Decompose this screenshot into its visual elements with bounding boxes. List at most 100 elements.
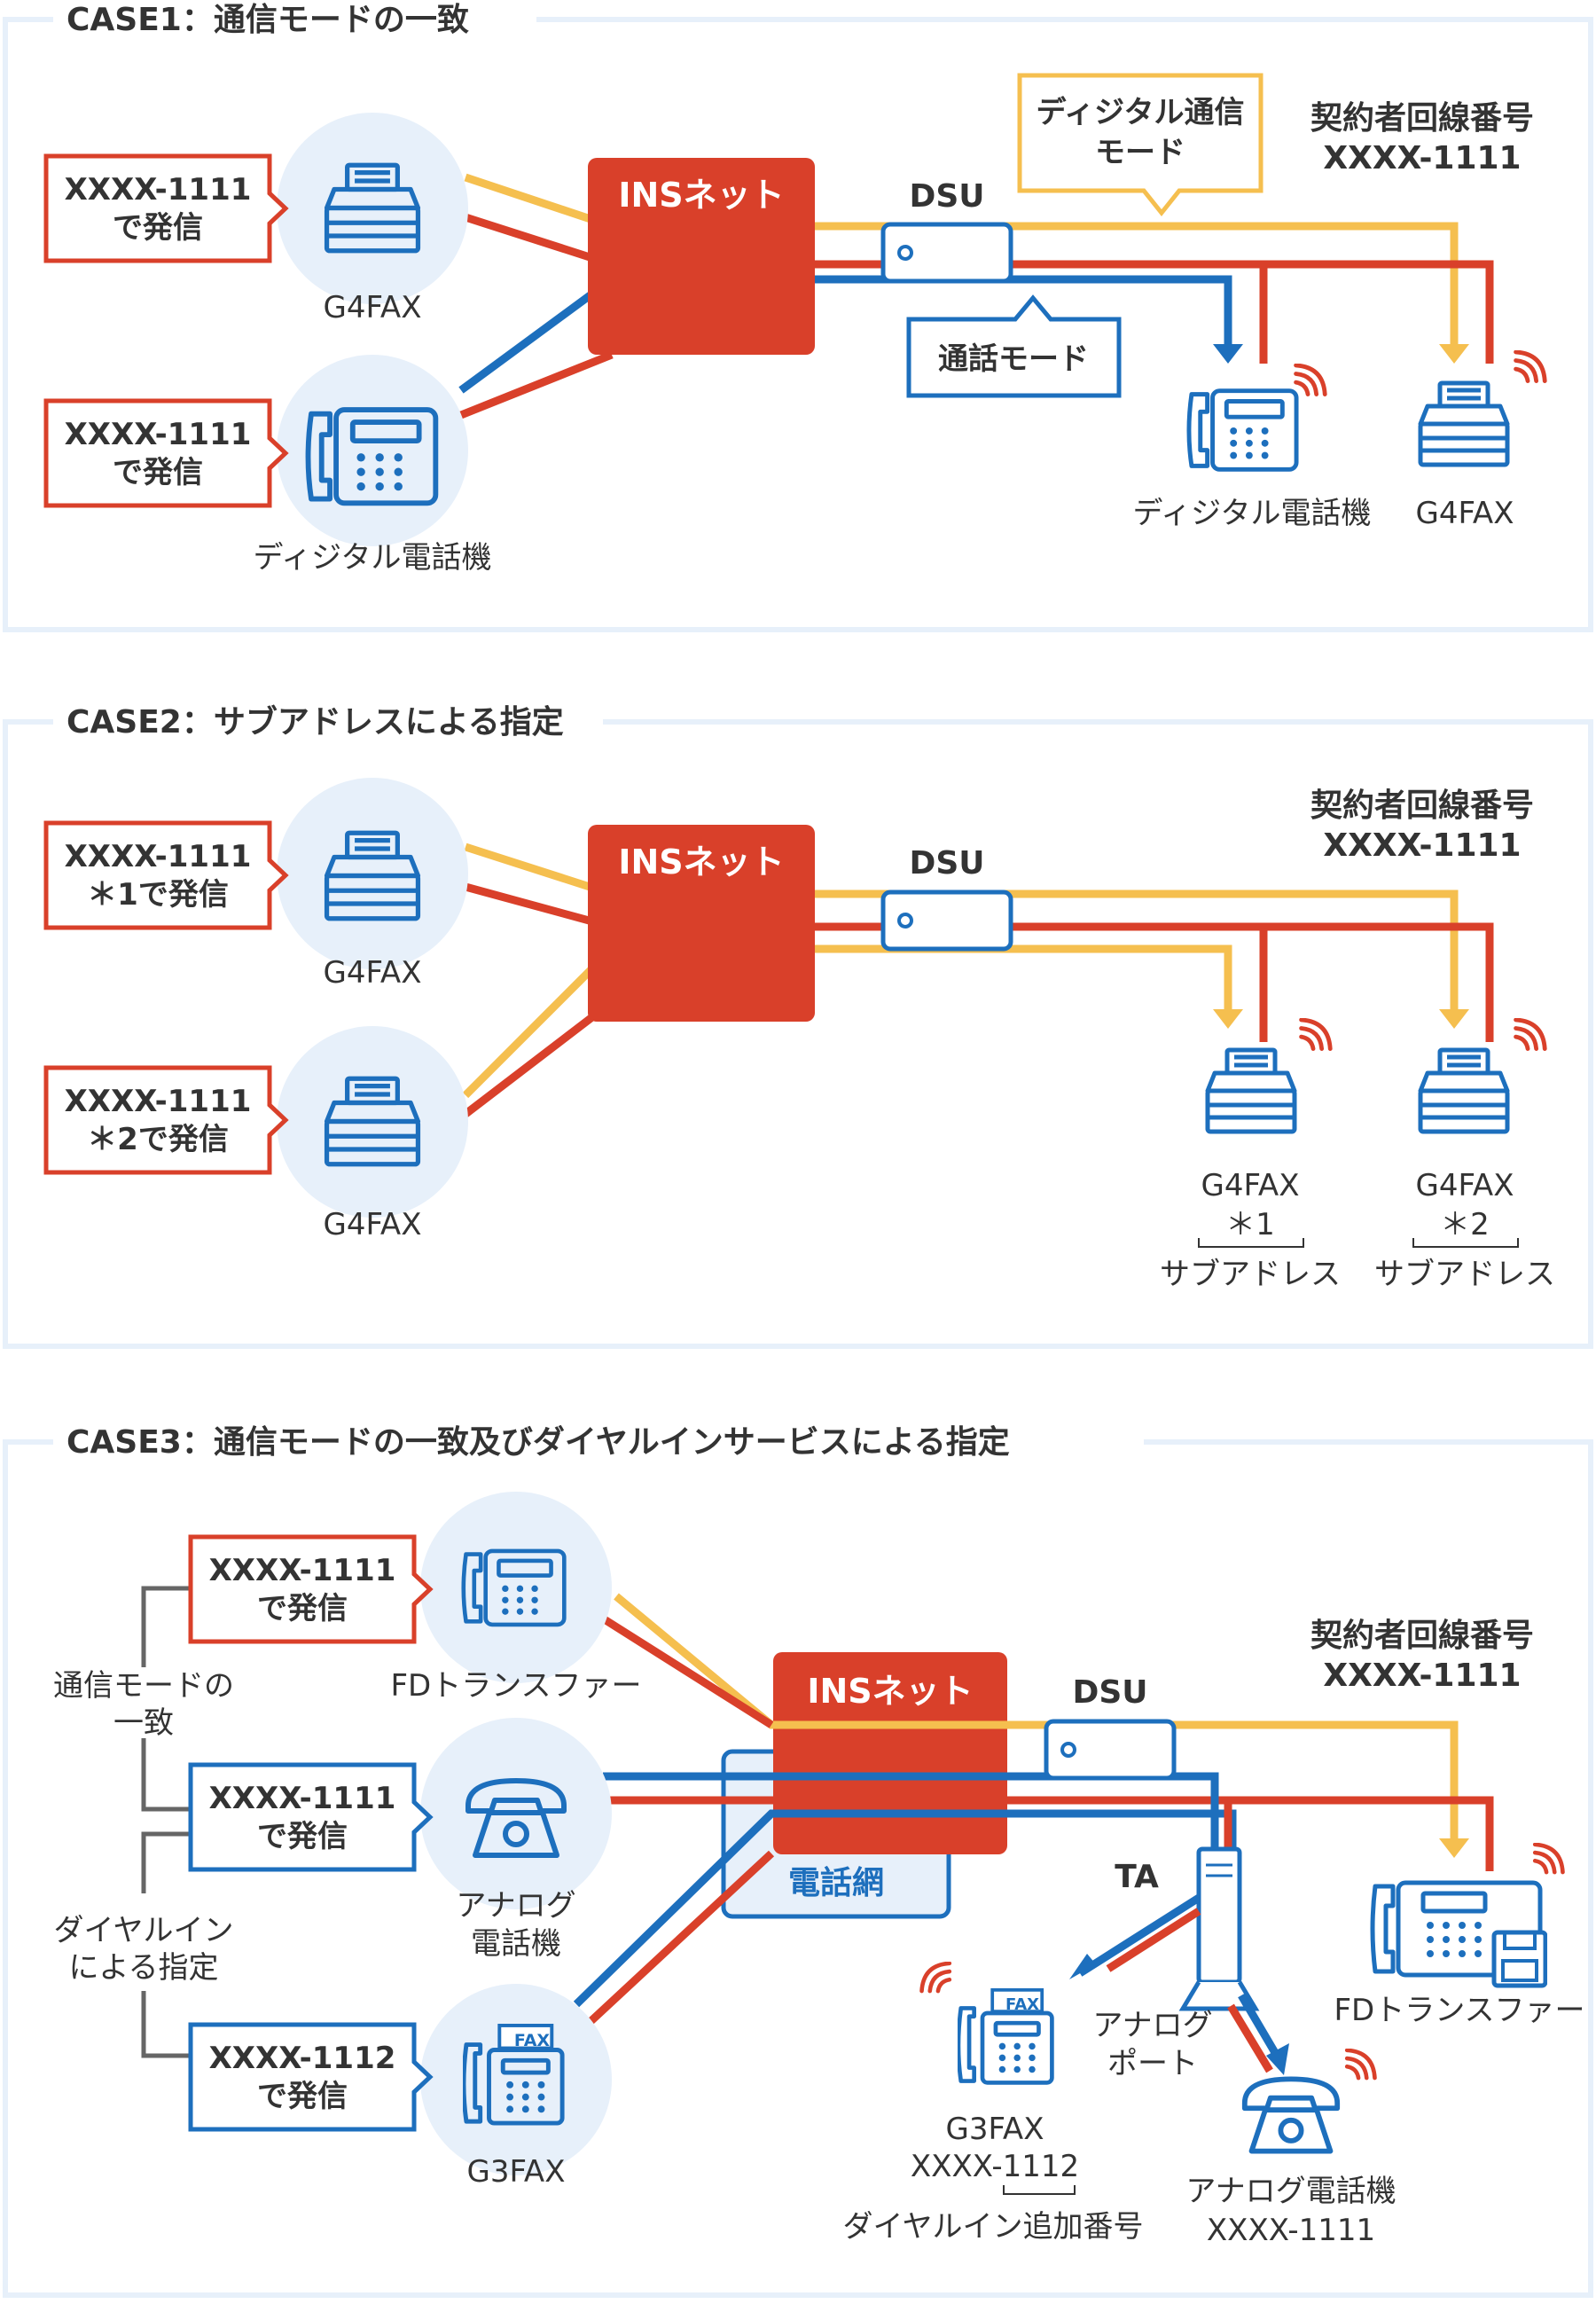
ins-net-box [588,158,815,355]
caller-box [43,398,289,508]
caller-action: で発信 [257,1819,348,1854]
right-device-label: G4FAX [1416,1168,1514,1203]
sub-address: ＊2 [1440,1207,1490,1242]
right-device-label: ディジタル電話機 [1133,496,1372,531]
caller-number: XXXX-1111 [65,417,252,452]
caller-number: XXXX-1111 [209,1781,396,1816]
ring-icon [1296,365,1326,395]
analog-port-line2: ポート [1107,2046,1198,2081]
talk-callout [906,294,1122,398]
ins-net-label: INSネット [807,1672,973,1711]
ring-icon [1516,352,1545,381]
contract-number: XXXX-1111 [1323,1657,1521,1694]
group-label-dialin-line2: による指定 [69,1950,219,1986]
dialin-bracket [1003,2185,1076,2195]
dsu-icon [883,224,1011,281]
ring-icon [1516,1020,1545,1049]
analog-port-line1: アナログ [1092,2008,1212,2043]
arrow-head [1213,344,1243,364]
ring-icon [1302,1020,1331,1049]
caller-box [43,820,289,930]
ta-label: TA [1115,1859,1159,1895]
case2-title: CASE2：サブアドレスによる指定 [66,703,564,741]
dsu-icon [1046,1721,1174,1778]
mode-callout-line2: モード [1095,135,1185,170]
talk-callout-label: 通話モード [938,341,1089,377]
contract-label: 契約者回線番号 [1310,788,1534,824]
ta-device [1178,1846,1260,2011]
ring-icon [1535,1845,1562,1872]
ins-net-box [588,825,815,1022]
left-device-label: アナログ [456,1888,575,1924]
dsu-label: DSU [909,845,984,882]
group-brackets [141,1586,191,2058]
left-device-label: G4FAX [324,955,422,991]
contract-label: 契約者回線番号 [1310,100,1534,137]
caller-box [188,2022,434,2132]
case1-panel: CASE1：通信モードの一致 INSネット DSU ディジタル通信 モード 通話… [3,2,1593,632]
mode-callout-line1: ディジタル通信 [1037,95,1245,130]
caller-action: で発信 [257,2079,348,2114]
arrow-head [1266,2043,1289,2075]
caller-action: で発信 [257,1591,348,1626]
mode-callout [1017,73,1264,217]
case1-title: CASE1：通信モードの一致 [66,2,469,38]
phone-icon [1189,391,1296,470]
sub-bracket [1412,1238,1519,1248]
caller-number: XXXX-1111 [65,839,252,874]
fax-icon [1420,1050,1507,1132]
arrow-head [1069,1954,1096,1979]
sub-caption: サブアドレス [1374,1257,1555,1292]
contract-label: 契約者回線番号 [1310,1618,1534,1654]
caller-number: XXXX-1111 [65,1084,252,1119]
ins-net-label: INSネット [618,176,784,215]
left-device-label: G4FAX [324,1207,422,1242]
caller-action: で発信 [113,455,203,490]
group-label-dialin-line1: ダイヤルイン [54,1913,234,1948]
analog-phone-label: アナログ電話機 [1185,2174,1396,2209]
ta-output-lines [1077,1894,1280,2073]
sub-caption: サブアドレス [1160,1257,1341,1292]
fd-transfer-icon [1373,1883,1545,1986]
sub-bracket [1198,1238,1304,1248]
left-device-label: ディジタル電話機 [254,540,492,576]
caller-box [188,1534,434,1644]
case2-panel: CASE2：サブアドレスによる指定 INSネット DSU 契約者回線番号 XXX… [3,703,1593,1349]
sub-address: ＊1 [1225,1207,1275,1242]
left-device-label: G4FAX [324,290,422,325]
device-circle [277,355,468,546]
left-device-label: FDトランスファー [390,1668,641,1704]
arrow-head [1439,1838,1469,1858]
fax-glyph: FAX [1005,1995,1039,2014]
ring-icon [922,1963,950,1991]
g3fax-number: XXXX-1112 [911,2149,1079,2184]
contract-number: XXXX-1111 [1323,140,1521,176]
right-device-label: G4FAX [1416,496,1514,531]
device-circle [420,1984,612,2175]
caller-number: XXXX-1111 [209,1553,396,1588]
contract-number: XXXX-1111 [1323,827,1521,864]
case2-lines [458,842,1494,1121]
dsu-label: DSU [909,178,984,215]
fax-icon [1420,383,1507,465]
device-circle [420,1492,612,1683]
g3fax-label: G3FAX [946,2112,1044,2147]
caller-box [43,153,289,263]
caller-box [188,1762,434,1872]
ring-icon [1347,2050,1374,2078]
phone-network-label: 電話網 [788,1865,884,1901]
fax-icon [1208,1050,1295,1132]
caller-number: XXXX-1112 [209,2041,396,2076]
dsu-label: DSU [1072,1674,1147,1711]
caller-box [43,1065,289,1175]
fax-glyph: FAX [514,2031,551,2050]
dialin-caption: ダイヤルイン追加番号 [843,2209,1144,2245]
analog-phone-number: XXXX-1111 [1207,2213,1375,2248]
arrow-head [1439,1009,1469,1029]
dsu-icon [883,892,1011,949]
group-label-mode-line1: 通信モードの [53,1668,234,1704]
case3-title: CASE3：通信モードの一致及びダイヤルインサービスによる指定 [66,1424,1010,1461]
analog-phone-icon [1245,2079,1337,2151]
arrow-head [1439,344,1469,364]
